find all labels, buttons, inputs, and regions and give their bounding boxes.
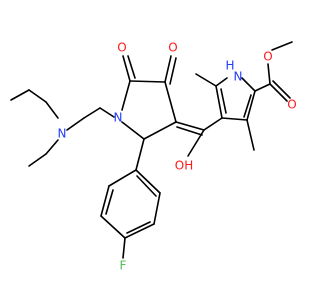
bond bbox=[164, 55, 172, 83]
bond bbox=[28, 89, 47, 103]
bond bbox=[100, 215, 126, 239]
bond bbox=[105, 189, 114, 215]
bond bbox=[135, 169, 161, 194]
atom-label-o-ketone: O bbox=[168, 41, 177, 55]
bond bbox=[220, 88, 227, 114]
bond bbox=[195, 73, 217, 87]
bond bbox=[164, 81, 177, 123]
bond bbox=[122, 55, 131, 82]
bond bbox=[121, 80, 131, 111]
atom-label-nh-h: H bbox=[225, 59, 234, 73]
bond bbox=[215, 77, 228, 87]
atom-label-oh: OH bbox=[175, 159, 193, 173]
bond bbox=[28, 153, 47, 167]
label-layer: N N O O OH F H N O O bbox=[58, 41, 297, 273]
bond bbox=[246, 119, 255, 151]
bond bbox=[272, 80, 291, 99]
atom-label-o-ester-carbonyl: O bbox=[287, 98, 296, 112]
bond bbox=[176, 126, 203, 136]
bond bbox=[121, 121, 145, 140]
bond bbox=[127, 55, 136, 79]
bond bbox=[143, 121, 177, 140]
atom-label-n-amine: N bbox=[58, 127, 67, 141]
bond bbox=[269, 83, 288, 102]
bond bbox=[175, 121, 205, 131]
atom-label-o-lactam: O bbox=[117, 41, 126, 55]
bond bbox=[221, 117, 248, 121]
molecule-canvas: N N O O OH F H N O O bbox=[10, 40, 297, 273]
molecule-structure: N N O O OH F H N O O bbox=[10, 41, 297, 273]
bond bbox=[100, 185, 110, 217]
bond bbox=[271, 41, 293, 51]
atom-label-o-ester-methoxy: O bbox=[263, 50, 272, 64]
bond bbox=[129, 80, 166, 83]
bond bbox=[45, 139, 59, 155]
bond bbox=[254, 83, 271, 92]
bond bbox=[246, 90, 256, 121]
bond bbox=[126, 221, 151, 234]
bond bbox=[124, 223, 155, 239]
bond bbox=[267, 63, 271, 85]
atom-label-n-lactam: N bbox=[114, 111, 123, 125]
bond bbox=[215, 85, 223, 119]
bond bbox=[122, 237, 126, 259]
bond bbox=[99, 107, 115, 118]
bond bbox=[203, 117, 223, 131]
atom-label-nh-n: N bbox=[234, 70, 243, 84]
bond-layer bbox=[10, 41, 293, 259]
bond bbox=[243, 94, 252, 118]
bond bbox=[108, 169, 137, 187]
bond bbox=[241, 77, 256, 92]
bond bbox=[187, 129, 205, 157]
bond bbox=[135, 138, 145, 171]
bond bbox=[10, 89, 30, 101]
bond bbox=[169, 57, 177, 85]
bond bbox=[136, 175, 157, 197]
bond bbox=[45, 101, 59, 119]
bond bbox=[66, 117, 85, 131]
bond bbox=[83, 107, 101, 119]
bond bbox=[153, 192, 161, 225]
atom-label-f: F bbox=[120, 259, 127, 273]
